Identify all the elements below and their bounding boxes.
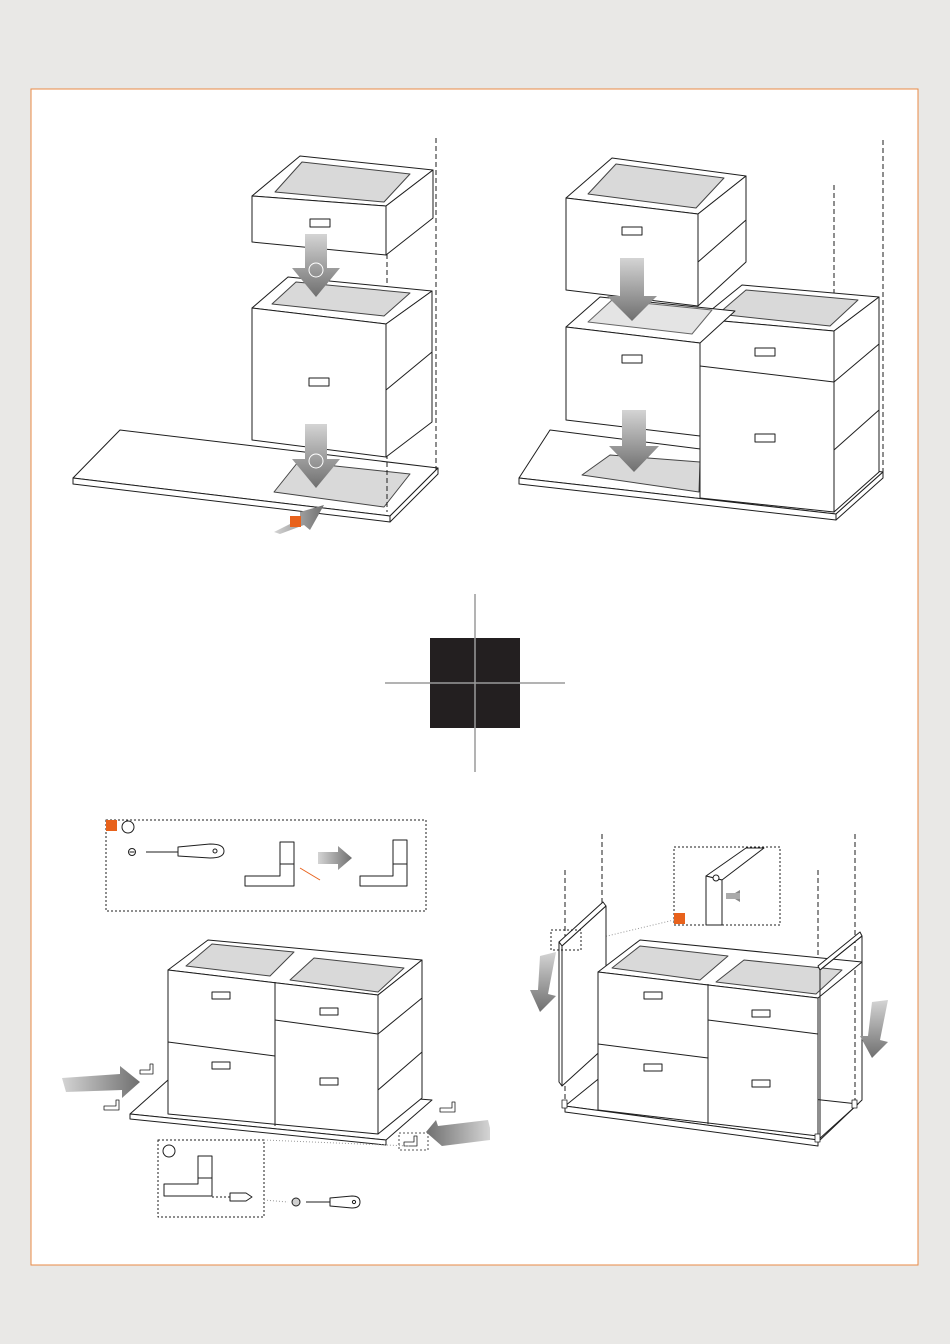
orange-marker	[106, 820, 117, 831]
cabinet-assembled	[565, 940, 862, 1146]
drawer-handle	[622, 227, 642, 235]
cabinet-assembled	[130, 940, 432, 1145]
drawer-handle	[310, 219, 330, 227]
drawer-handle	[320, 1008, 338, 1015]
orange-marker	[290, 516, 301, 527]
drawer-handle	[212, 1062, 230, 1069]
drawer-handle	[755, 348, 775, 356]
nut-icon	[292, 1198, 300, 1206]
drawer-handle	[755, 434, 775, 442]
drawer-handle	[644, 992, 662, 999]
drawer-handle	[320, 1078, 338, 1085]
drawer-handle	[752, 1080, 770, 1087]
drawer-handle	[309, 378, 329, 386]
orange-marker	[674, 913, 685, 924]
drawer-handle	[212, 992, 230, 999]
drawer-handle	[644, 1064, 662, 1071]
drawer-handle	[622, 355, 642, 363]
lower-module	[252, 277, 432, 457]
drawer-handle	[752, 1010, 770, 1017]
upper-module	[566, 158, 746, 306]
